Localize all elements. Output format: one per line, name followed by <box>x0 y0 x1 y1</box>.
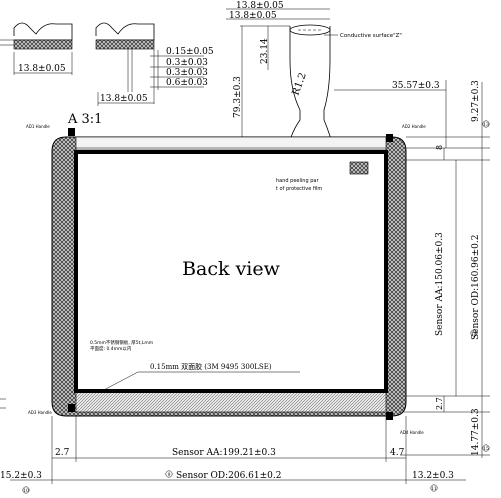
dim-sensor-od-height: Sensor OD:160.96±0.2 <box>471 235 481 340</box>
dim-sensor-aa-width: Sensor AA:199.21±0.3 <box>172 448 276 458</box>
dim-left-margin: 15.2±0.3 <box>0 471 42 481</box>
connector-pins-right <box>95 39 155 50</box>
dim-sensor-od-width: Sensor OD:206.61±0.2 <box>176 471 281 481</box>
note-flatness: 平面度: 0.4mm以内 <box>90 345 132 352</box>
marker-13: 13 <box>483 122 489 128</box>
dim-top-width: 13.8±0.05 <box>236 1 284 11</box>
connector-pins-left <box>13 39 73 50</box>
ad1-handle-label: AD1 Handle <box>26 124 50 129</box>
note-conductive-surface: Conductive surface"Z" <box>340 33 402 39</box>
bottom-dimensions: 2.7 Sensor AA:199.21±0.3 4.7 9 Sensor OD… <box>0 416 466 494</box>
dim-bottom-margin: 14.77±0.3 <box>471 408 481 456</box>
right-dimensions: 9.27±0.3 8 Sensor AA:150.06±0.3 Sensor O… <box>390 80 490 458</box>
note-peeling-2: t of protective film <box>276 186 322 192</box>
sensor-panel: hand peeling par t of protective film Ba… <box>26 112 426 435</box>
marker-9: 9 <box>168 472 171 478</box>
dim-right-margin: 13.2±0.3 <box>412 471 454 481</box>
dim-tail-length: 79.3±0.3 <box>233 76 243 118</box>
connector-detail-right: 13.8±0.05 0.15±0.05 0.3±0.03 0.3±0.03 0.… <box>95 22 214 106</box>
dim-bottom-27: 2.7 <box>435 397 444 410</box>
dim-top-width-2: 13.8±0.05 <box>229 11 277 21</box>
marker-12: 12 <box>471 331 477 337</box>
detail-scale: A 3:1 <box>67 112 102 127</box>
ad2-handle-label: AD2 Handle <box>402 124 426 129</box>
dim-small-8: 8 <box>435 145 444 150</box>
fpc-tail: 13.8±0.05 13.8±0.05 Conductive surface"Z… <box>226 1 446 151</box>
dim-sensor-aa-height: Sensor AA:150.06±0.3 <box>435 232 445 336</box>
connector-detail-left: 13.8±0.05 <box>0 22 73 75</box>
dim-radius: R1.2 <box>290 71 308 97</box>
note-adhesive: 0.15mm 双面胶 (3M 9495 300LSE) <box>150 362 272 371</box>
ad4-handle-label: AD4 Handle <box>400 430 424 435</box>
dim-thick-06: 0.6±0.03 <box>166 78 208 88</box>
note-peeling-1: hand peeling par <box>276 178 319 184</box>
dim-tail-2314: 23.14 <box>260 38 270 64</box>
dim-connector-width-left: 13.8±0.05 <box>18 64 66 74</box>
dim-right-47: 4.7 <box>390 448 405 458</box>
ad3-handle-label: AD3 Handle <box>28 410 52 415</box>
dim-top-margin: 9.27±0.3 <box>471 80 481 122</box>
marker-11: 11 <box>431 486 437 492</box>
dim-thick-03b: 0.3±0.03 <box>166 68 208 78</box>
note-steel-plate: 0.5mm不锈钢钢板, 厚5t,Lmm <box>90 339 153 346</box>
marker-15: 15 <box>483 446 489 452</box>
dim-left-27: 2.7 <box>55 448 70 458</box>
dim-thick-015: 0.15±0.05 <box>166 47 214 57</box>
dim-connector-width-right: 13.8±0.05 <box>100 94 148 104</box>
dim-tail-offset: 35.57±0.3 <box>392 81 440 91</box>
dim-thick-03a: 0.3±0.03 <box>166 58 208 68</box>
back-view-label: Back view <box>182 258 281 280</box>
marker-10: 10 <box>23 488 29 494</box>
